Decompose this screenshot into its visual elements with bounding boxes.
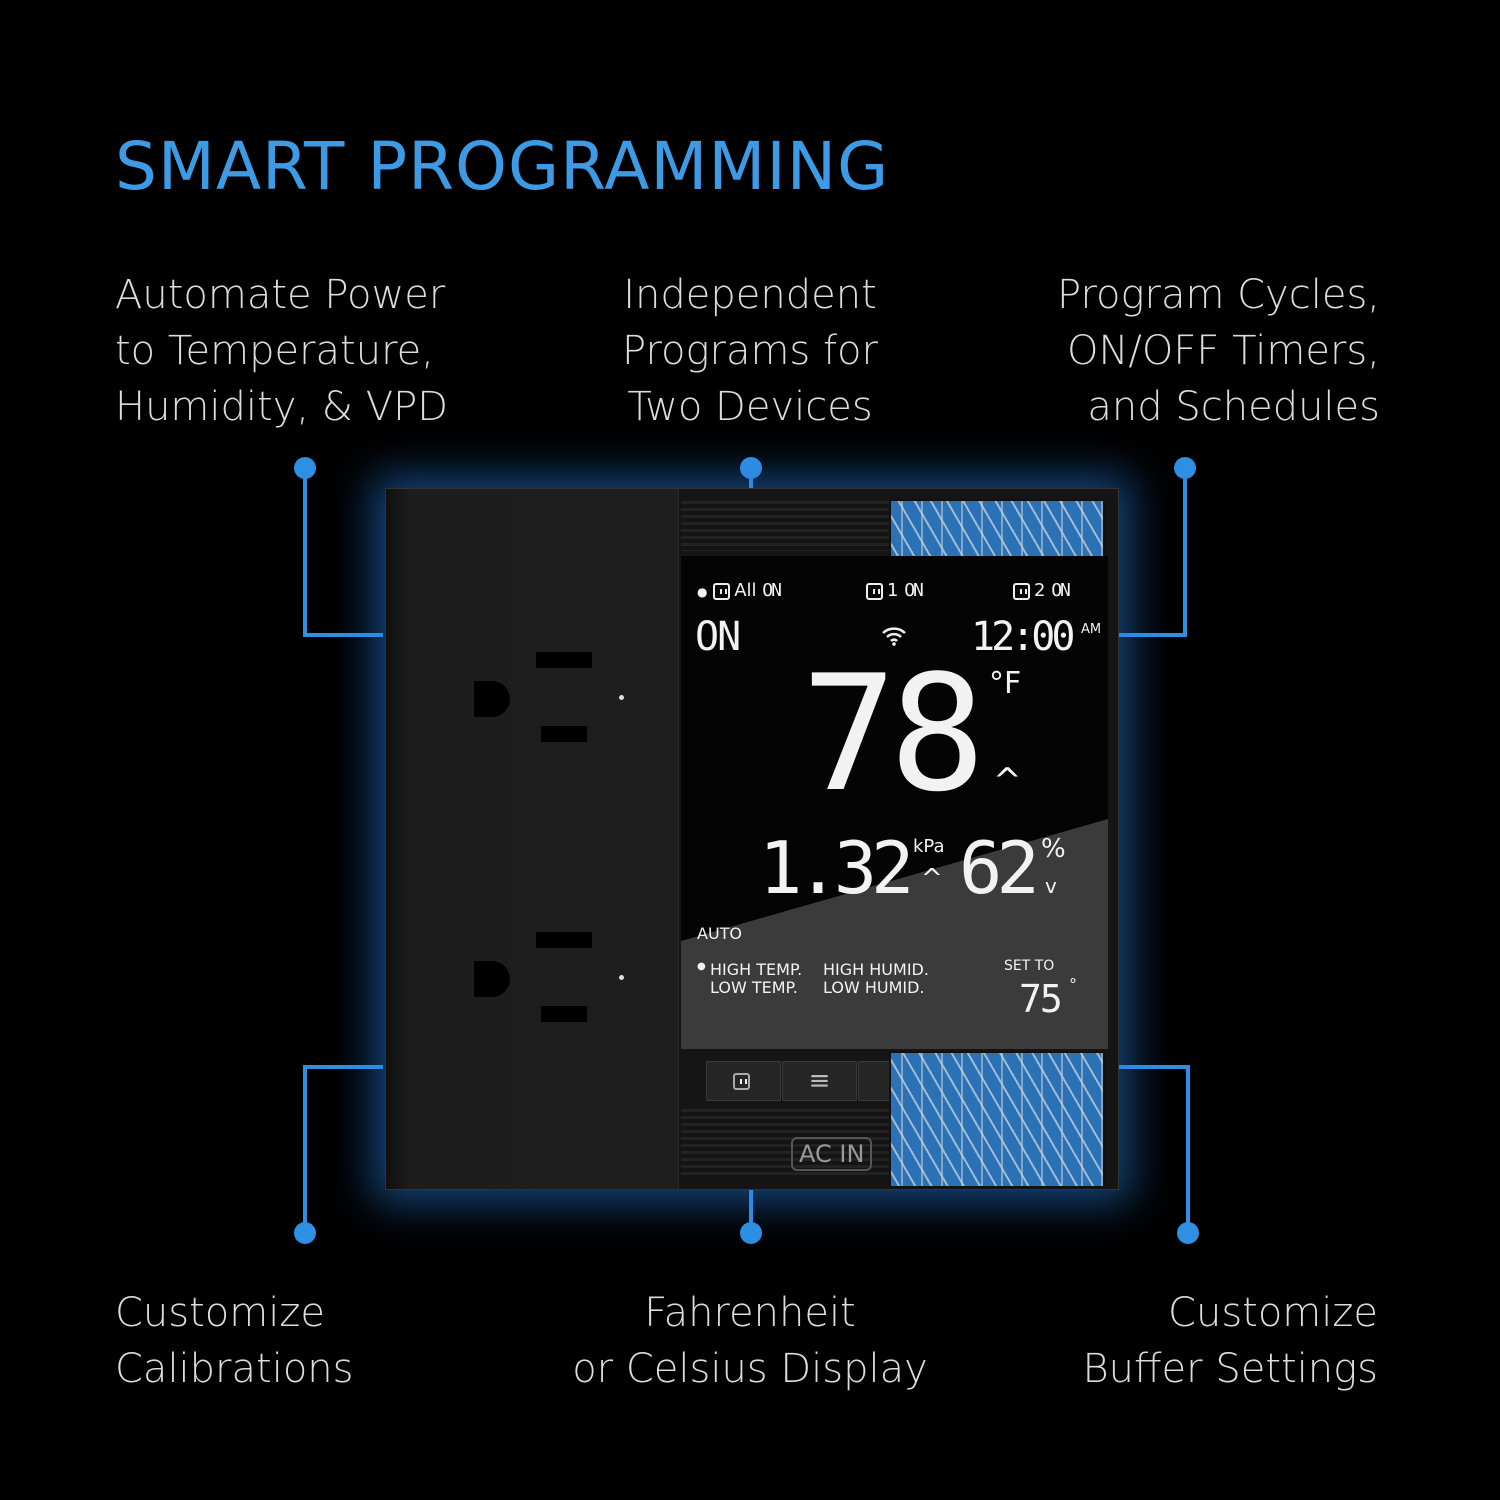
page-title: SMART PROGRAMMING — [115, 128, 890, 205]
set-to-unit: ° — [1069, 975, 1077, 994]
clock-time: 12:00 — [971, 614, 1075, 660]
mode-label: AUTO — [697, 924, 743, 943]
outlet-icon — [733, 1072, 750, 1090]
feature-calibrations: Customize Calibrations — [115, 1290, 354, 1392]
feature-automate-power: Automate Power to Temperature, Humidity,… — [115, 272, 448, 430]
humidity-unit: % — [1041, 834, 1066, 864]
outlet-icon — [713, 582, 731, 600]
outlet-icon — [1013, 582, 1030, 600]
clock-meridiem: AM — [1081, 622, 1102, 637]
lcd-display: ● All ON 1 ON 2 ON ON 12:00 AM 78 °F ^ 1… — [681, 556, 1108, 1049]
outlet-panel — [386, 489, 679, 1189]
menu-button[interactable]: ≡ — [782, 1061, 857, 1101]
ac-in-label: AC IN — [791, 1137, 873, 1171]
humidity-reading: 62 — [959, 826, 1040, 910]
outlet-1-status: 1 ON — [866, 580, 924, 601]
set-to-value: 75 — [1019, 977, 1063, 1021]
wifi-icon — [881, 626, 907, 652]
vpd-trend-up-icon: ^ — [921, 864, 943, 894]
vent-grill-top — [681, 501, 891, 551]
smart-controller-device: ● All ON 1 ON 2 ON ON 12:00 AM 78 °F ^ 1… — [385, 488, 1119, 1190]
feature-buffer-settings: Customize Buffer Settings — [1082, 1290, 1378, 1392]
feature-temperature-unit: Fahrenheit or Celsius Display — [572, 1290, 928, 1392]
temperature-unit: °F — [989, 666, 1022, 701]
circuit-board-image-top — [889, 499, 1105, 560]
temperature-trend-up-icon: ^ — [993, 761, 1022, 801]
circuit-board-image-bottom — [889, 1051, 1105, 1188]
outlet-button[interactable] — [706, 1061, 781, 1101]
high-humid-label: HIGH HUMID. — [823, 960, 929, 979]
feature-program-cycles: Program Cycles, ON/OFF Timers, and Sched… — [1057, 272, 1380, 430]
humidity-trend-down-icon: v — [1045, 874, 1057, 898]
low-temp-label: LOW TEMP. — [710, 978, 798, 997]
low-humid-label: LOW HUMID. — [823, 978, 925, 997]
vpd-reading: 1.32 — [759, 826, 914, 910]
vent-grill-bottom — [681, 1109, 891, 1179]
outlet-all-status: ● All ON — [697, 580, 782, 601]
menu-icon: ≡ — [808, 1066, 831, 1096]
vpd-unit: kPa — [913, 836, 945, 857]
outlet-icon — [866, 582, 883, 600]
set-to-label: SET TO — [1004, 958, 1055, 974]
feature-independent-programs: Independent Programs for Two Devices — [622, 272, 878, 430]
outlet-2-status: 2 ON — [1013, 580, 1071, 601]
power-state: ON — [695, 614, 741, 660]
high-temp-label: HIGH TEMP. — [710, 960, 803, 979]
temperature-reading: 78 — [801, 640, 986, 827]
